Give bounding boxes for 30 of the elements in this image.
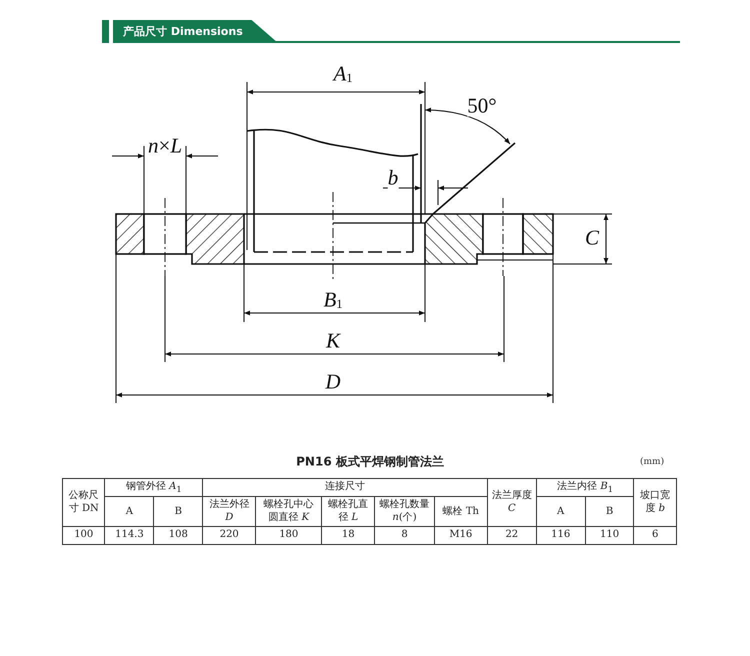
table-title: PN16 板式平焊钢制管法兰 xyxy=(296,454,444,470)
table-cell: 100 xyxy=(62,526,105,544)
dimension-label: b xyxy=(388,168,398,188)
table-cell: 180 xyxy=(256,526,322,544)
column-header: 坡口宽度 b xyxy=(634,478,676,527)
column-header: B xyxy=(154,496,203,527)
column-header: 法兰内径 B$_{1}$ xyxy=(536,478,634,497)
column-header: 螺栓孔中心圆直径 K xyxy=(256,496,322,527)
column-header: 法兰厚度 C xyxy=(487,478,536,527)
column-header: 公称尺寸 DN xyxy=(62,478,105,527)
column-header: A xyxy=(536,496,586,527)
column-header: 连接尺寸 xyxy=(202,478,488,497)
table-cell: 114.3 xyxy=(104,526,154,544)
table-cell: 108 xyxy=(154,526,203,544)
table-cell: 116 xyxy=(536,526,586,544)
table-cell: 18 xyxy=(322,526,375,544)
section-title: 产品尺寸 Dimensions xyxy=(113,20,278,43)
column-header: 螺栓孔数量 n(个) xyxy=(374,496,434,527)
table-cell: M16 xyxy=(434,526,488,544)
column-header: 螺栓孔直径 L xyxy=(322,496,375,527)
table-cell: 8 xyxy=(374,526,434,544)
column-header: 法兰外径 D xyxy=(202,496,256,527)
table-cell: 6 xyxy=(634,526,676,544)
dimension-label: 50° xyxy=(467,96,497,116)
column-header: A xyxy=(104,496,154,527)
unit-note: (mm) xyxy=(640,457,664,467)
table-cell: 220 xyxy=(202,526,256,544)
table-cell: 110 xyxy=(585,526,634,544)
table-cell: 22 xyxy=(487,526,536,544)
column-header: 钢管外径 A$_{1}$ xyxy=(104,478,203,497)
